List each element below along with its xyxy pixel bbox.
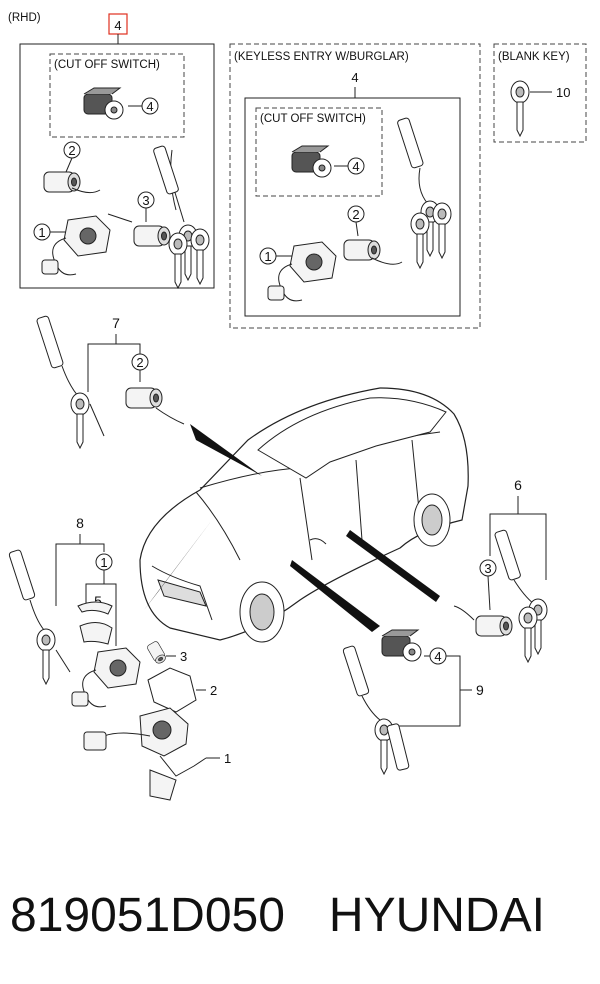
key-set-b — [397, 117, 452, 269]
callout-5: 5 — [94, 593, 102, 609]
shroud-parts — [77, 601, 113, 645]
steering-lock-assy-d — [83, 707, 207, 801]
pointer-wedges — [144, 424, 440, 632]
ignition-lock-assy-c — [71, 647, 141, 708]
cut-off-switch-part-c — [381, 629, 422, 662]
keyless-entry-group — [229, 43, 481, 329]
callout-2c: 2 — [136, 355, 143, 370]
cut-off-switch-label-b: (CUT OFF SWITCH) — [260, 113, 366, 125]
callout-3b: 3 — [484, 561, 491, 576]
key-set-7 — [36, 315, 105, 449]
callout-2: 2 — [68, 143, 75, 158]
panel-rhd-set — [19, 43, 215, 289]
vehicle-illustration — [139, 387, 469, 643]
caption: 819051D050 HYUNDAI — [0, 880, 600, 950]
callout-8: 8 — [76, 515, 84, 531]
callout-9: 9 — [476, 682, 484, 698]
callout-6: 6 — [514, 477, 522, 493]
key-set-8 — [8, 549, 71, 685]
keyless-ref-number: 4 — [351, 70, 358, 85]
key-set-6 — [494, 529, 548, 663]
tailgate-cylinder — [133, 225, 171, 247]
key-set-a — [153, 145, 210, 289]
cut-off-switch-part — [83, 87, 124, 120]
blank-key-group — [493, 43, 587, 143]
ignition-lock-assy-b — [267, 241, 337, 302]
lock-switch-small — [146, 640, 168, 666]
brand-name: HYUNDAI — [328, 888, 545, 942]
blank-key-label: (BLANK KEY) — [498, 51, 570, 63]
door-lock-cylinder-c — [125, 387, 163, 409]
callout-4c: 4 — [434, 649, 441, 664]
ignition-lock-assy — [41, 215, 111, 276]
door-lock-cylinder-b — [343, 239, 381, 261]
callout-3: 3 — [142, 193, 149, 208]
callout-1: 1 — [38, 225, 45, 240]
highlight-ref-number: 4 — [114, 18, 121, 33]
callout-4: 4 — [146, 99, 153, 114]
cut-off-switch-group-a — [49, 53, 185, 138]
callout-10: 10 — [556, 85, 570, 100]
callout-1d: 1 — [224, 751, 231, 766]
panel-keyless-set — [244, 97, 461, 317]
cut-off-switch-group-b — [255, 107, 383, 197]
tailgate-cylinder-b — [475, 615, 513, 637]
keyless-entry-label: (KEYLESS ENTRY W/BURGLAR) — [234, 51, 409, 63]
callout-3c: 3 — [180, 649, 187, 664]
callout-7: 7 — [112, 315, 120, 331]
blank-key — [510, 80, 530, 137]
callout-4b: 4 — [352, 159, 359, 174]
callout-2d: 2 — [210, 683, 217, 698]
callout-2b: 2 — [352, 207, 359, 222]
cut-off-switch-part-b — [291, 145, 332, 178]
key-set-9 — [342, 645, 410, 775]
variant-label: (RHD) — [8, 12, 41, 24]
part-number: 819051D050 — [10, 888, 285, 942]
cut-off-switch-label-a: (CUT OFF SWITCH) — [54, 59, 160, 71]
callout-1b: 1 — [264, 249, 271, 264]
callout-1c: 1 — [100, 555, 107, 570]
